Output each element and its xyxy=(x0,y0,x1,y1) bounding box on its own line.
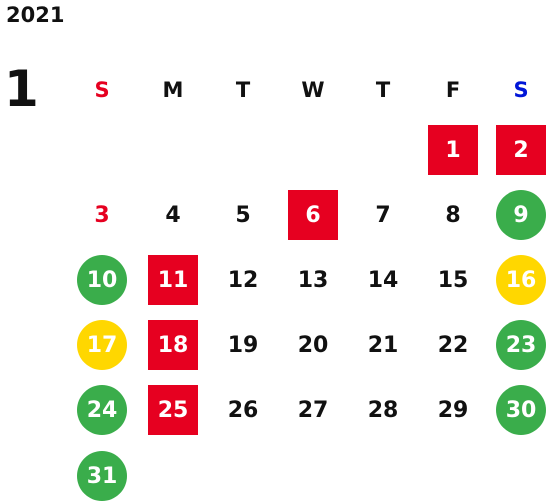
weekday-sunday: S xyxy=(94,78,110,102)
day-3[interactable]: 3 xyxy=(94,202,110,228)
day-6[interactable]: 6 xyxy=(288,190,338,240)
day-26[interactable]: 26 xyxy=(227,397,259,423)
weekday-monday: M xyxy=(162,78,184,102)
day-18[interactable]: 18 xyxy=(148,320,198,370)
day-28[interactable]: 28 xyxy=(367,397,399,423)
day-11[interactable]: 11 xyxy=(148,255,198,305)
month-number: 1 xyxy=(4,60,39,118)
day-27[interactable]: 27 xyxy=(297,397,329,423)
weekday-wednesday: W xyxy=(301,78,325,102)
day-15[interactable]: 15 xyxy=(437,267,469,293)
day-14[interactable]: 14 xyxy=(367,267,399,293)
day-9[interactable]: 9 xyxy=(496,190,546,240)
day-23[interactable]: 23 xyxy=(496,320,546,370)
day-30[interactable]: 30 xyxy=(496,385,546,435)
day-22[interactable]: 22 xyxy=(437,332,469,358)
day-24[interactable]: 24 xyxy=(77,385,127,435)
day-2[interactable]: 2 xyxy=(496,125,546,175)
weekday-tuesday: T xyxy=(235,78,251,102)
day-16[interactable]: 16 xyxy=(496,255,546,305)
day-12[interactable]: 12 xyxy=(227,267,259,293)
day-4[interactable]: 4 xyxy=(165,202,181,228)
day-7[interactable]: 7 xyxy=(375,202,391,228)
day-13[interactable]: 13 xyxy=(297,267,329,293)
day-29[interactable]: 29 xyxy=(437,397,469,423)
day-31[interactable]: 31 xyxy=(77,451,127,501)
weekday-friday: F xyxy=(445,78,461,102)
day-1[interactable]: 1 xyxy=(428,125,478,175)
day-20[interactable]: 20 xyxy=(297,332,329,358)
day-8[interactable]: 8 xyxy=(445,202,461,228)
day-10[interactable]: 10 xyxy=(77,255,127,305)
day-19[interactable]: 19 xyxy=(227,332,259,358)
year-label: 2021 xyxy=(6,3,65,27)
day-17[interactable]: 17 xyxy=(77,320,127,370)
weekday-saturday: S xyxy=(513,78,529,102)
weekday-thursday: T xyxy=(375,78,391,102)
day-21[interactable]: 21 xyxy=(367,332,399,358)
day-25[interactable]: 25 xyxy=(148,385,198,435)
day-5[interactable]: 5 xyxy=(235,202,251,228)
